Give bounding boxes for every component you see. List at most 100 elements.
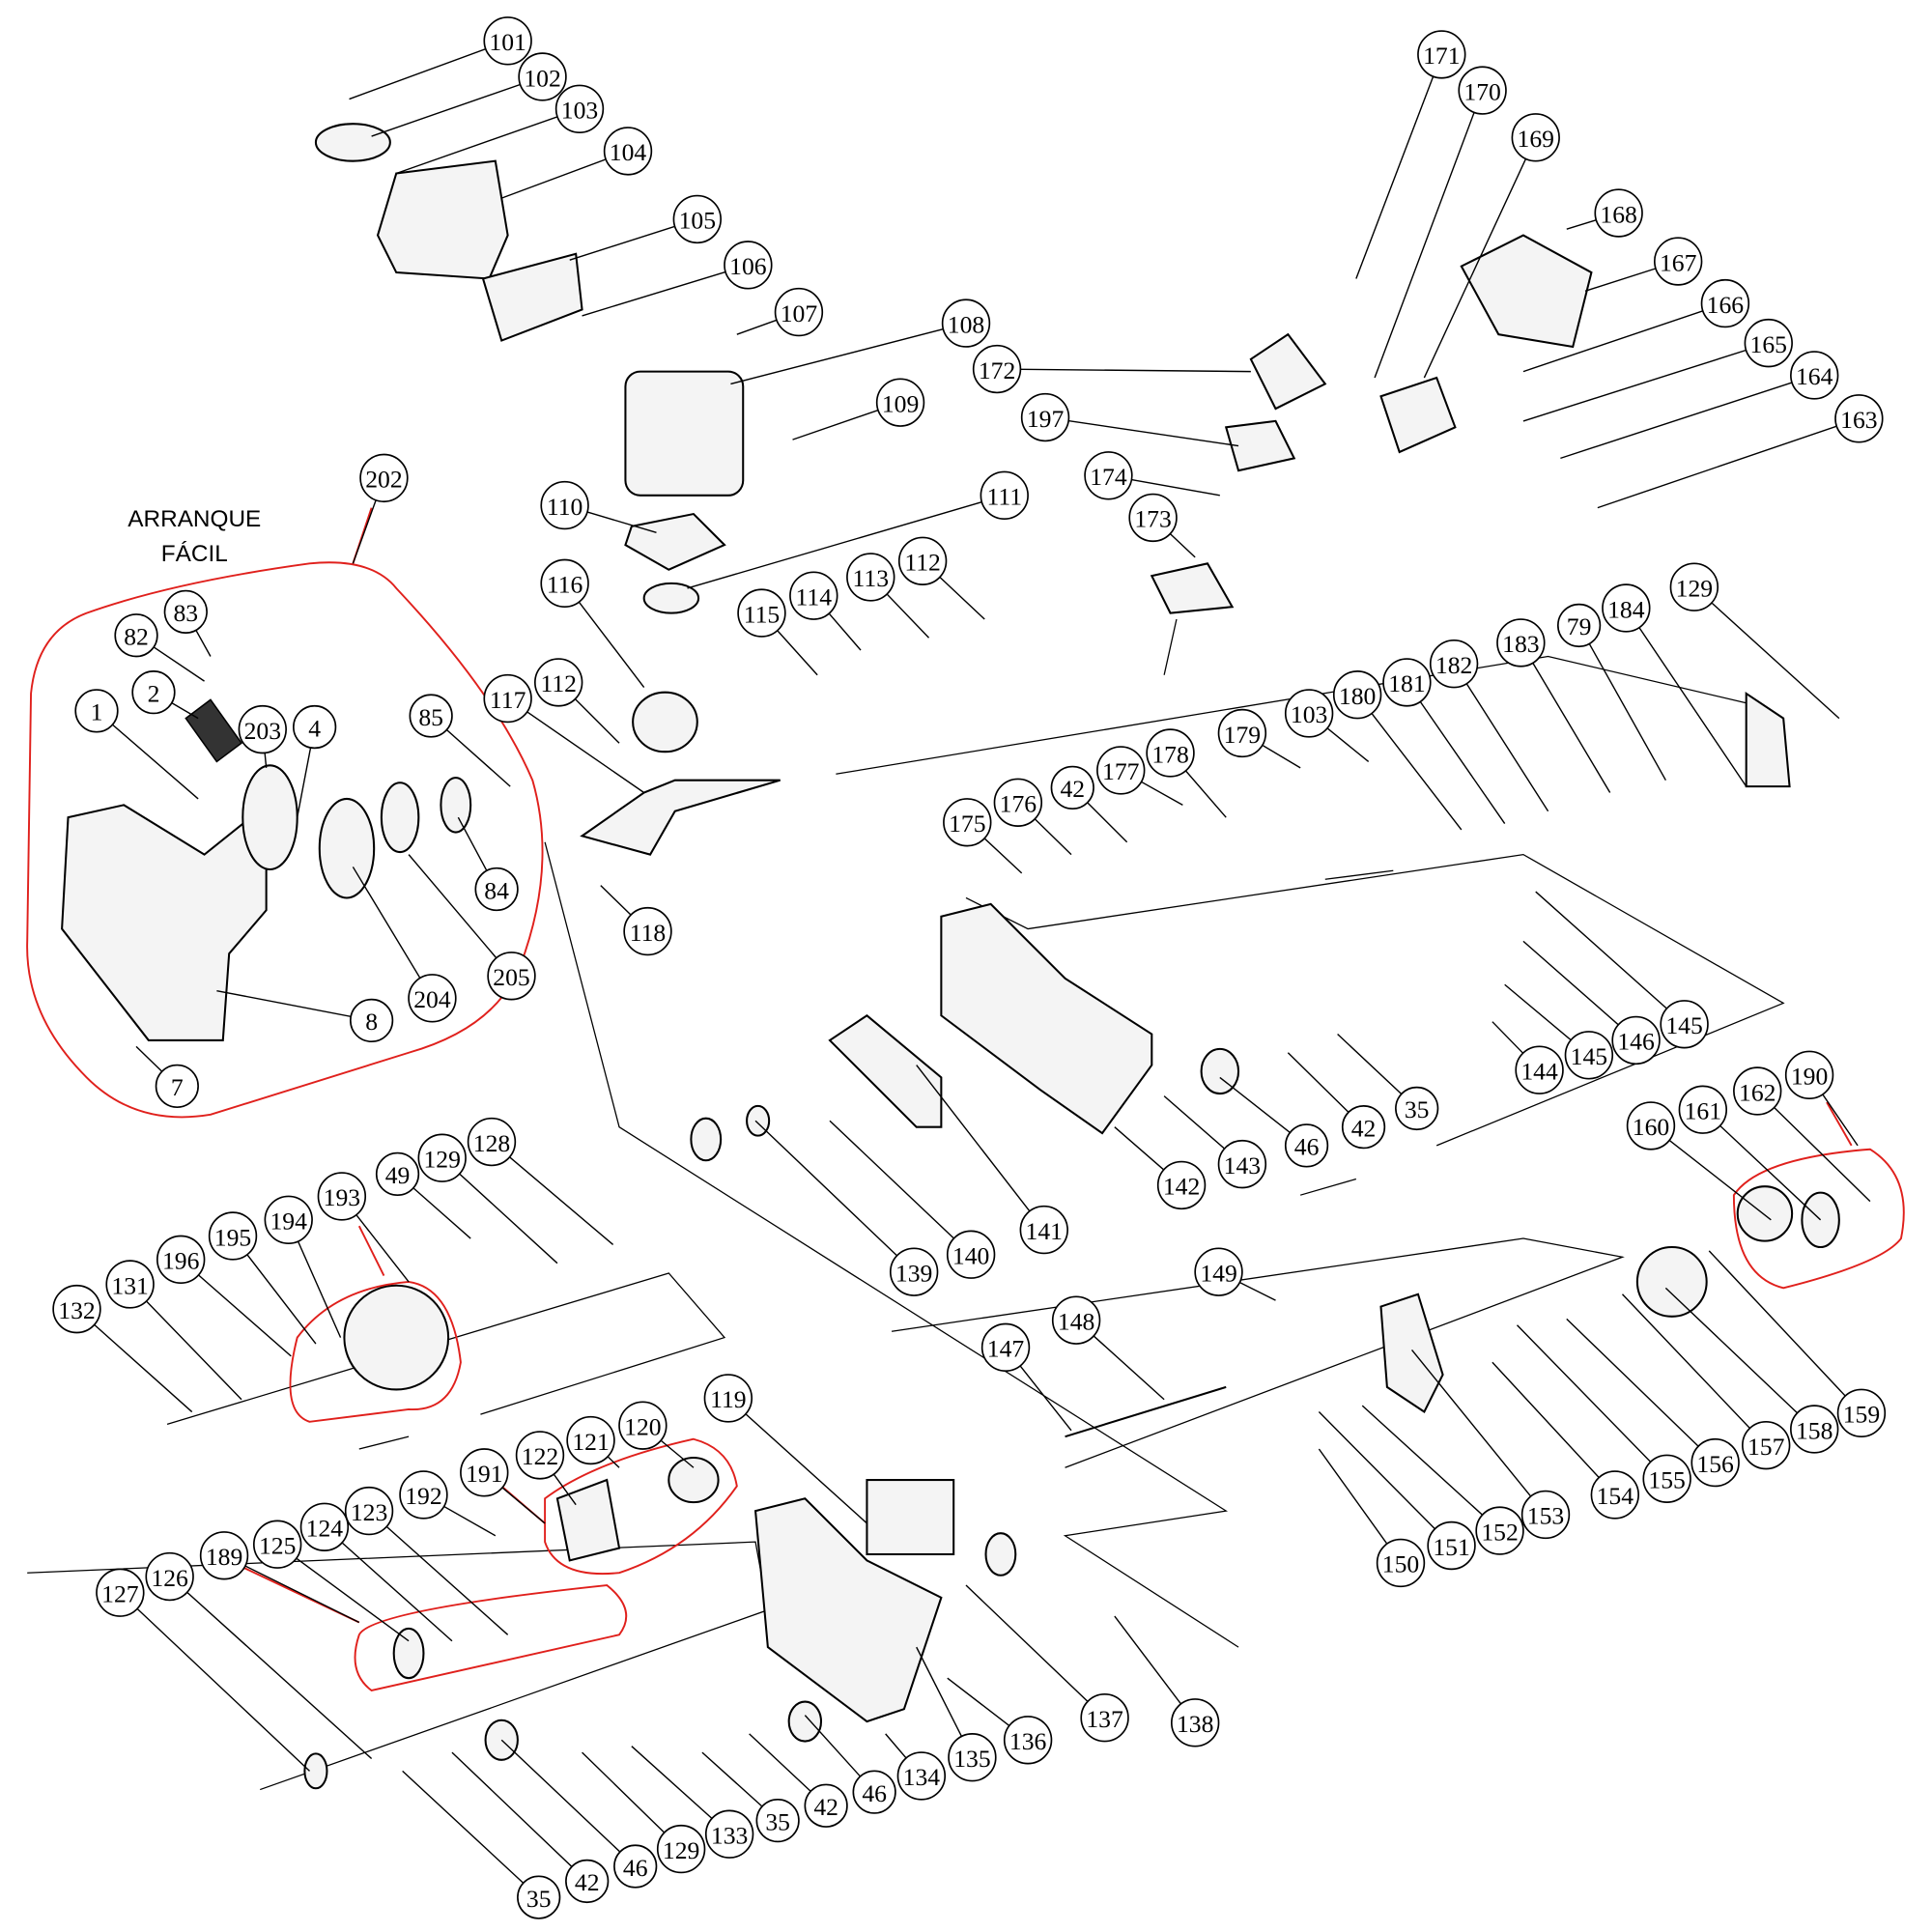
leader-line [223,1554,360,1624]
part-callout: 85 [409,694,453,738]
part-number: 129 [663,1836,699,1864]
part-callout: 110 [540,480,589,530]
part-number: 35 [526,1885,552,1913]
part-callout: 148 [1051,1295,1101,1345]
starter-hub [440,777,472,834]
callout-circle [299,1502,350,1551]
part-callout: 84 [474,867,519,912]
callout-circle [1733,1066,1782,1116]
part-callout: 103 [1284,689,1334,738]
reed-plate [1224,419,1296,472]
part-callout: 170 [1458,66,1507,115]
callout-circle [704,1809,754,1859]
callout-circle [1376,1538,1426,1588]
callout-circle [96,1568,145,1617]
part-callout: 2 [131,670,176,715]
anti-vibration-buffer-lower-2 [787,1700,823,1743]
leader-line [1356,694,1463,831]
part-callout: 204 [408,974,457,1023]
pawl-outline [354,1584,628,1692]
callout-circle [483,16,532,66]
leader-line [349,40,508,100]
callout-circle [517,1875,561,1919]
part-number: 115 [744,600,781,628]
part-number: 182 [1435,651,1472,679]
callout-circle [515,1431,565,1480]
leader-line [727,1397,867,1524]
part-number: 103 [1291,700,1327,728]
part-number: 123 [351,1498,387,1526]
callout-circle [1836,1388,1887,1438]
callout-circle [467,1117,517,1167]
callout-circle [993,778,1043,827]
part-callout: 154 [1590,1470,1639,1520]
part-number: 125 [259,1531,296,1559]
callout-circle [359,453,409,503]
part-callout: 153 [1520,1490,1571,1540]
part-callout: 35 [1395,1086,1439,1131]
carburetor [1379,376,1457,454]
callout-circle [1475,1506,1524,1555]
callout-circle [948,1733,997,1782]
callout-circle [408,974,457,1023]
leader-line [1625,608,1747,787]
callout-circle [1395,1086,1439,1131]
part-number: 134 [903,1763,941,1791]
part-callout: 163 [1834,394,1884,443]
part-callout: 117 [483,673,532,724]
part-number: 181 [1388,669,1425,697]
callout-circle [672,194,722,244]
part-callout: 112 [534,658,583,707]
part-callout: 126 [145,1551,194,1602]
callout-circle [1096,746,1146,795]
part-callout: 197 [1020,392,1070,442]
part-callout: 49 [375,1151,420,1197]
callout-circle [846,553,895,602]
callout-circle [1050,765,1094,810]
part-number: 162 [1739,1078,1776,1106]
callout-circle [417,1133,467,1182]
starter-handle [185,698,243,763]
callout-circle [1496,618,1546,668]
part-number: 112 [540,669,577,697]
part-callout: 175 [943,798,992,847]
leader-line [180,1259,292,1357]
leader-line [829,1120,972,1256]
part-callout: 149 [1194,1247,1243,1296]
callout-circle [52,1284,101,1334]
part-callout: 155 [1642,1454,1691,1503]
part-callout: 83 [163,589,208,634]
callout-circle [1080,1693,1129,1743]
callout-circle [755,1798,800,1843]
leader-line [408,854,513,977]
part-number: 151 [1433,1533,1469,1561]
part-callout: 166 [1700,278,1750,328]
callout-circle [518,52,567,101]
part-callout: 106 [724,241,773,290]
callout-circle [264,1195,313,1245]
intake-gasket [1150,562,1235,614]
callout-circle [199,1531,249,1580]
leader-line [965,1584,1106,1719]
callout-circle [409,694,453,738]
part-callout: 156 [1690,1437,1740,1488]
callout-circle [1284,1123,1329,1168]
part-callout: 125 [252,1520,302,1569]
part-callout: 192 [399,1470,448,1520]
part-callout: 46 [613,1844,658,1889]
part-number: 131 [111,1271,148,1299]
callout-circle [1020,392,1070,442]
part-callout: 165 [1744,318,1793,368]
leader-line [324,1526,453,1642]
part-callout: 107 [774,287,824,337]
part-callout: 35 [755,1798,800,1843]
leader-line [1597,417,1860,509]
leader-line [396,108,581,175]
part-number: 106 [729,252,767,280]
callout-circle [131,670,176,715]
part-number: 135 [953,1745,990,1773]
leader-line [402,1770,540,1898]
leader-line [216,989,372,1022]
part-number: 133 [711,1822,748,1850]
